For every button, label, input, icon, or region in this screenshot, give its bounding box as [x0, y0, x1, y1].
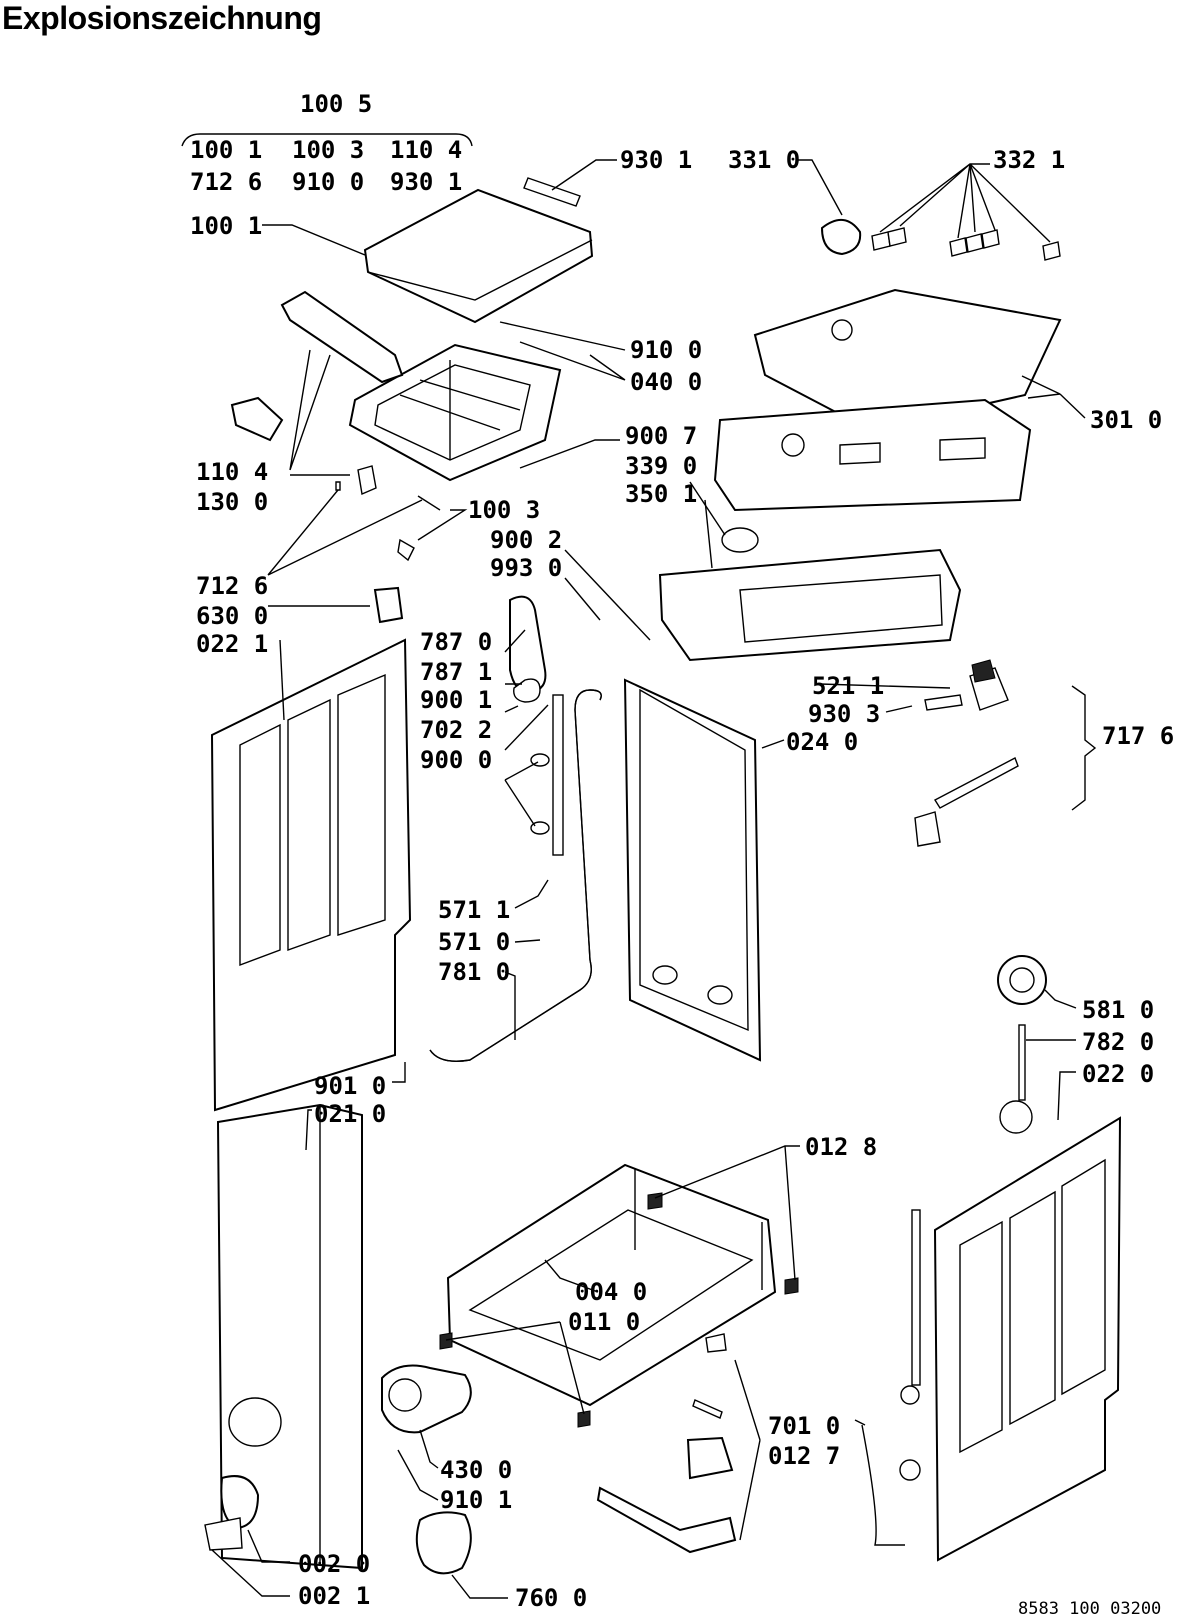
label-301-0: 301 0 [1090, 406, 1162, 434]
part-drawings [204, 177, 1122, 1575]
label-910-1: 910 1 [440, 1486, 512, 1514]
label-012-8: 012 8 [805, 1133, 877, 1161]
hose-787-part [509, 595, 547, 694]
label-004-0: 004 0 [575, 1278, 647, 1306]
label-024-0: 024 0 [786, 728, 858, 756]
rod-part [934, 757, 1019, 809]
bracket-part [914, 811, 941, 847]
button-332-part-b [949, 237, 968, 257]
label-993-0: 993 0 [490, 554, 562, 582]
label-782-0: 782 0 [1082, 1028, 1154, 1056]
label-012-7: 012 7 [768, 1442, 840, 1470]
rod-782-part [1018, 1024, 1026, 1101]
label-717-6: 717 6 [1102, 722, 1174, 750]
label-130-0: 130 0 [196, 488, 268, 516]
label-100-1: 100 1 [190, 212, 262, 240]
latch-part [230, 396, 284, 442]
label-901-0: 901 0 [314, 1072, 386, 1100]
label-022-0: 022 0 [1082, 1060, 1154, 1088]
label-011-0: 011 0 [568, 1308, 640, 1336]
spring-930-3 [924, 694, 963, 711]
knob-331-part [820, 219, 862, 256]
drawing-number: 8583 100 03200 [1018, 1599, 1161, 1618]
control-panel-part [753, 288, 1062, 432]
label-900-0: 900 0 [420, 746, 492, 774]
handle-part [280, 290, 404, 384]
label-712-6: 712 6 [196, 572, 268, 600]
label-787-1: 787 1 [420, 658, 492, 686]
label-571-0: 571 0 [438, 928, 510, 956]
label-331-0: 331 0 [728, 146, 800, 174]
label-630-0: 630 0 [196, 602, 268, 630]
part-labels: 930 1 331 0 332 1 100 1 910 0 040 0 301 … [190, 146, 1174, 1612]
label-430-0: 430 0 [440, 1456, 512, 1484]
label-339-0: 339 0 [625, 452, 697, 480]
label-930-1: 930 1 [620, 146, 692, 174]
label-760-0: 760 0 [515, 1584, 587, 1612]
door-bracket-part [204, 1517, 243, 1551]
label-930-3: 930 3 [808, 700, 880, 728]
foot-part-2 [784, 1277, 799, 1295]
group-header-r1-c2: 100 3 [292, 136, 364, 164]
lid-part [363, 188, 594, 324]
group-header-r2-c3: 930 1 [390, 168, 462, 196]
label-781-0: 781 0 [438, 958, 510, 986]
group-header-r2-c2: 910 0 [292, 168, 364, 196]
label-021-0: 021 0 [314, 1100, 386, 1128]
strip-part [523, 177, 581, 207]
group-header-top: 100 5 [300, 90, 372, 118]
label-002-1: 002 1 [298, 1582, 370, 1610]
clamp-part [513, 678, 541, 703]
hinge-part [357, 465, 377, 495]
block-630-part [373, 586, 404, 624]
page-title: Explosionszeichnung [2, 0, 322, 36]
foot-part-3 [439, 1332, 453, 1350]
label-701-0: 701 0 [768, 1412, 840, 1440]
label-332-1: 332 1 [993, 146, 1065, 174]
label-002-0: 002 0 [298, 1550, 370, 1578]
leader-lines [211, 159, 1086, 1599]
filter-part [415, 1511, 472, 1575]
label-900-1: 900 1 [420, 686, 492, 714]
label-350-1: 350 1 [625, 480, 697, 508]
label-110-4: 110 4 [196, 458, 268, 486]
label-702-2: 702 2 [420, 716, 492, 744]
group-header: 100 5 100 1 100 3 110 4 712 6 910 0 930 … [181, 90, 473, 196]
label-900-2: 900 2 [490, 526, 562, 554]
label-900-7: 900 7 [625, 422, 697, 450]
part-701 [705, 1333, 727, 1353]
door-part [220, 1475, 260, 1530]
group-header-r2-c1: 712 6 [190, 168, 262, 196]
label-581-0: 581 0 [1082, 996, 1154, 1024]
button-332-part-c [1042, 241, 1061, 261]
spring-part [397, 538, 415, 562]
part-012-7 [686, 1436, 734, 1480]
tube-702-part [552, 694, 564, 856]
button-332-part-a [871, 231, 891, 251]
group-header-r1-c3: 110 4 [390, 136, 462, 164]
label-100-3: 100 3 [468, 496, 540, 524]
foot-part-4 [577, 1410, 591, 1428]
label-571-1: 571 1 [438, 896, 510, 924]
label-022-1: 022 1 [196, 630, 268, 658]
group-header-r1-c1: 100 1 [190, 136, 262, 164]
selector-339-part [721, 527, 759, 553]
label-521-1: 521 1 [812, 672, 884, 700]
label-910-0: 910 0 [630, 336, 702, 364]
rod-right-part [911, 1209, 921, 1386]
label-040-0: 040 0 [630, 368, 702, 396]
label-787-0: 787 0 [420, 628, 492, 656]
